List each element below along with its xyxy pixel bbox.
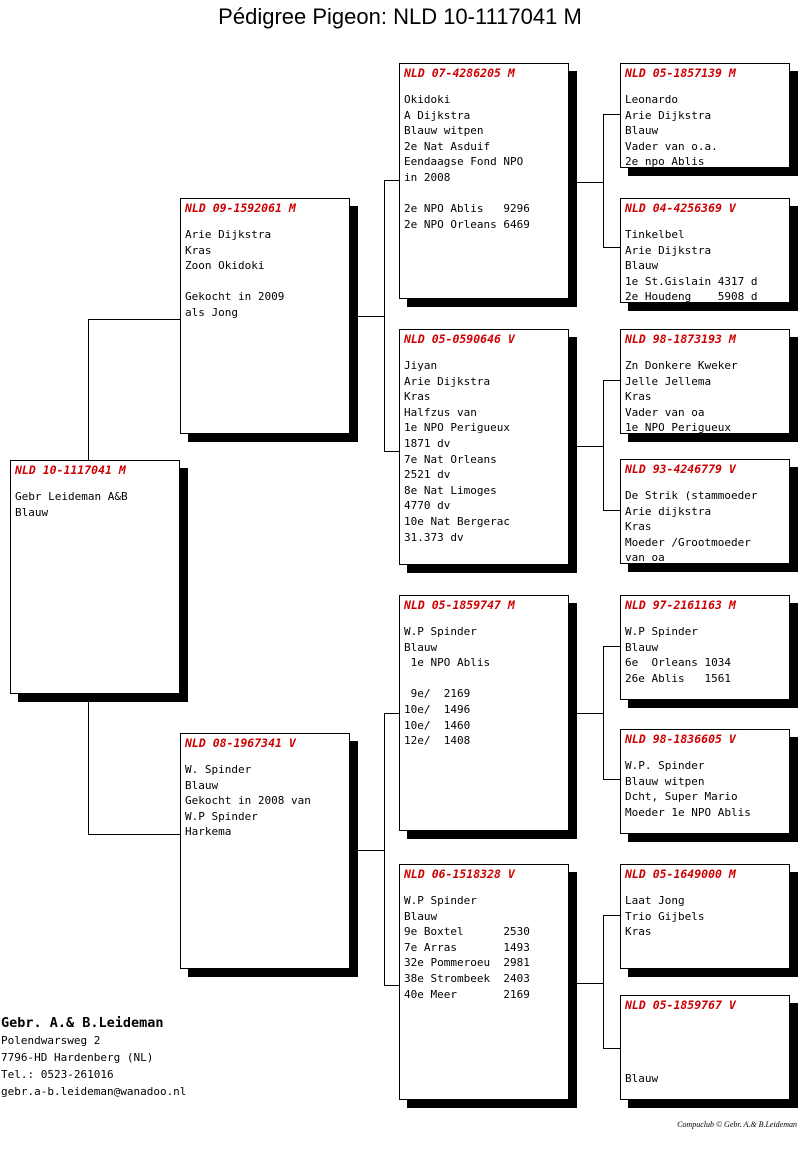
pigeon-info: Arie Dijkstra Kras Zoon Okidoki Gekocht … xyxy=(185,228,285,319)
connector xyxy=(88,834,180,835)
connector xyxy=(384,985,400,986)
ring-number: NLD 05-1857139 M xyxy=(625,66,736,80)
pigeon-info: Blauw xyxy=(625,1071,659,1085)
connector xyxy=(603,114,621,115)
owner-info: Gebr. A.& B.Leideman Polendwarsweg 2 779… xyxy=(1,1014,186,1100)
owner-email: gebr.a-b.leideman@wanadoo.nl xyxy=(1,1085,187,1098)
ring-number: NLD 05-1859747 M xyxy=(404,598,515,612)
pigeon-info: W. Spinder Blauw Gekocht in 2008 van W.P… xyxy=(185,763,311,839)
owner-street: Polendwarsweg 2 xyxy=(1,1034,101,1047)
pigeon-card-ff: NLD 07-4286205 M Okidoki A Dijkstra Blau… xyxy=(399,63,569,299)
pigeon-card-fmf: NLD 98-1873193 M Zn Donkere Kweker Jelle… xyxy=(620,329,790,434)
software-credit: Compuclub © Gebr. A.& B.Leideman xyxy=(677,1120,797,1129)
pigeon-card-fff: NLD 05-1857139 M Leonardo Arie Dijkstra … xyxy=(620,63,790,168)
connector xyxy=(358,850,384,851)
owner-phone: Tel.: 0523-261016 xyxy=(1,1068,114,1081)
connector xyxy=(603,510,621,511)
pigeon-card-mf: NLD 05-1859747 M W.P Spinder Blauw 1e NP… xyxy=(399,595,569,831)
ring-number: NLD 05-1649000 M xyxy=(625,867,736,881)
pigeon-card-mm: NLD 06-1518328 V W.P Spinder Blauw 9e Bo… xyxy=(399,864,569,1100)
connector xyxy=(577,983,603,984)
connector xyxy=(603,1048,621,1049)
ring-number: NLD 06-1518328 V xyxy=(404,867,515,881)
connector xyxy=(384,713,400,714)
pigeon-card-father: NLD 09-1592061 M Arie Dijkstra Kras Zoon… xyxy=(180,198,350,434)
ring-number: NLD 04-4256369 V xyxy=(625,201,736,215)
connector xyxy=(603,380,621,381)
pigeon-card-mother: NLD 08-1967341 V W. Spinder Blauw Gekoch… xyxy=(180,733,350,969)
pigeon-info: W.P. Spinder Blauw witpen Dcht, Super Ma… xyxy=(625,759,751,819)
ring-number: NLD 97-2161163 M xyxy=(625,598,736,612)
connector xyxy=(603,646,604,780)
pigeon-info: W.P Spinder Blauw 1e NPO Ablis 9e/ 2169 … xyxy=(404,625,491,748)
pigeon-info: Laat Jong Trio Gijbels Kras xyxy=(625,894,705,939)
ring-number: NLD 98-1873193 M xyxy=(625,332,736,346)
connector xyxy=(384,180,400,181)
connector xyxy=(603,646,621,647)
ring-number: NLD 05-1859767 V xyxy=(625,998,736,1012)
connector xyxy=(577,446,603,447)
pigeon-info: W.P Spinder Blauw 6e Orleans 1034 26e Ab… xyxy=(625,625,731,685)
connector xyxy=(358,316,384,317)
pigeon-card-fm: NLD 05-0590646 V Jiyan Arie Dijkstra Kra… xyxy=(399,329,569,565)
ring-number: NLD 09-1592061 M xyxy=(185,201,296,215)
pigeon-card-mfm: NLD 98-1836605 V W.P. Spinder Blauw witp… xyxy=(620,729,790,834)
connector xyxy=(577,182,603,183)
connector xyxy=(577,713,603,714)
connector xyxy=(603,380,604,511)
connector xyxy=(88,702,89,835)
pigeon-info: Leonardo Arie Dijkstra Blauw Vader van o… xyxy=(625,93,718,169)
pigeon-info: W.P Spinder Blauw 9e Boxtel 2530 7e Arra… xyxy=(404,894,530,1001)
pigeon-card-fmm: NLD 93-4246779 V De Strik (stammoeder Ar… xyxy=(620,459,790,564)
owner-name: Gebr. A.& B.Leideman xyxy=(1,1015,164,1031)
pigeon-info: Tinkelbel Arie Dijkstra Blauw 1e St.Gisl… xyxy=(625,228,758,304)
ring-number: NLD 93-4246779 V xyxy=(625,462,736,476)
connector xyxy=(384,180,385,452)
pigeon-info: Zn Donkere Kweker Jelle Jellema Kras Vad… xyxy=(625,359,738,435)
pigeon-info: Okidoki A Dijkstra Blauw witpen 2e Nat A… xyxy=(404,93,530,231)
connector xyxy=(384,451,400,452)
connector xyxy=(88,319,89,460)
pigeon-card-main: NLD 10-1117041 M Gebr Leideman A&B Blauw xyxy=(10,460,180,694)
connector xyxy=(603,779,621,780)
page-title: Pédigree Pigeon: NLD 10-1117041 M xyxy=(218,4,582,29)
connector xyxy=(603,915,604,1049)
pigeon-info: Gebr Leideman A&B Blauw xyxy=(15,490,128,519)
pigeon-card-ffm: NLD 04-4256369 V Tinkelbel Arie Dijkstra… xyxy=(620,198,790,303)
connector xyxy=(603,247,621,248)
ring-number: NLD 98-1836605 V xyxy=(625,732,736,746)
connector xyxy=(88,319,180,320)
ring-number: NLD 05-0590646 V xyxy=(404,332,515,346)
pigeon-card-mff: NLD 97-2161163 M W.P Spinder Blauw 6e Or… xyxy=(620,595,790,700)
ring-number: NLD 07-4286205 M xyxy=(404,66,515,80)
connector xyxy=(384,713,385,986)
pigeon-card-mmm: NLD 05-1859767 V Blauw xyxy=(620,995,790,1100)
owner-city: 7796-HD Hardenberg (NL) xyxy=(1,1051,154,1064)
ring-number: NLD 08-1967341 V xyxy=(185,736,296,750)
connector xyxy=(603,114,604,248)
pigeon-info: De Strik (stammoeder Arie dijkstra Kras … xyxy=(625,489,758,565)
pigeon-card-mmf: NLD 05-1649000 M Laat Jong Trio Gijbels … xyxy=(620,864,790,969)
connector xyxy=(603,915,621,916)
pigeon-info: Jiyan Arie Dijkstra Kras Halfzus van 1e … xyxy=(404,359,510,544)
ring-number: NLD 10-1117041 M xyxy=(15,463,126,477)
